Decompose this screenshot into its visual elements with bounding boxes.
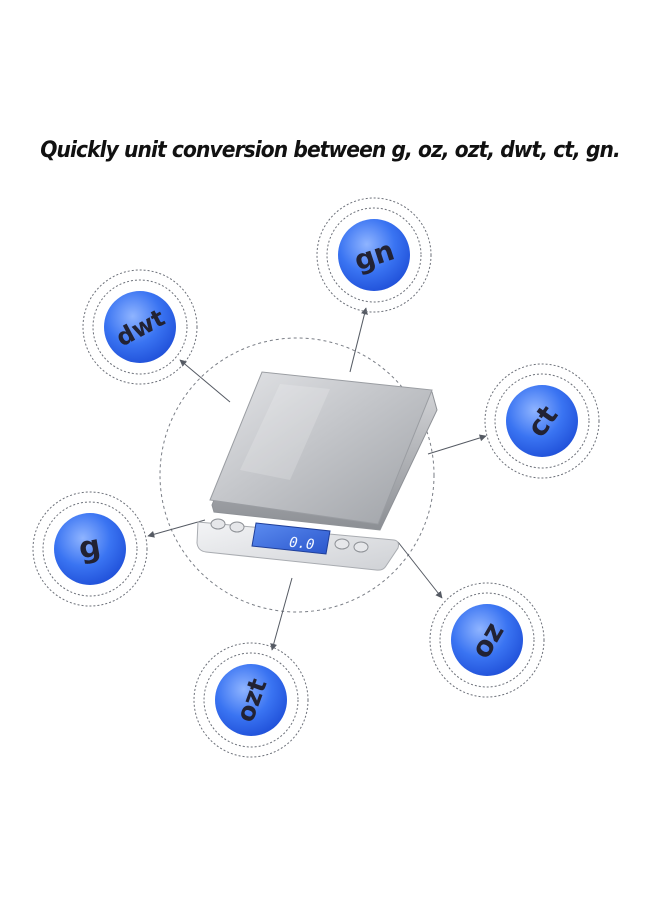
arrow-to-ozt [270,577,293,651]
scale-lcd-reading: 0.0 [288,535,315,554]
platform-highlight [240,384,330,480]
arrow-to-gn [349,307,368,373]
arrow-to-oz [397,541,443,599]
scale-button-1 [210,518,226,530]
unit-badge-oz: oz [429,582,545,698]
scale-button-4 [353,541,369,553]
arrow-to-g [147,519,206,538]
arrow-to-ct [427,434,487,455]
scale-button-2 [229,521,245,533]
unit-badge-gn: gn [316,197,432,313]
unit-badge-dwt: dwt [82,269,198,385]
unit-badge-ct: ct [484,363,600,479]
unit-badge-g: g [32,491,148,607]
scale-lcd [251,522,331,555]
arrow-to-dwt [179,359,231,403]
digital-scale: 0.0 [196,371,438,571]
unit-badge-ozt: ozt [193,642,309,758]
scale-platform [209,371,433,525]
scale-button-3 [334,538,350,550]
headline: Quickly unit conversion between g, oz, o… [40,138,620,163]
connector-arrows [147,307,487,651]
central-dashed-circle [159,337,435,613]
